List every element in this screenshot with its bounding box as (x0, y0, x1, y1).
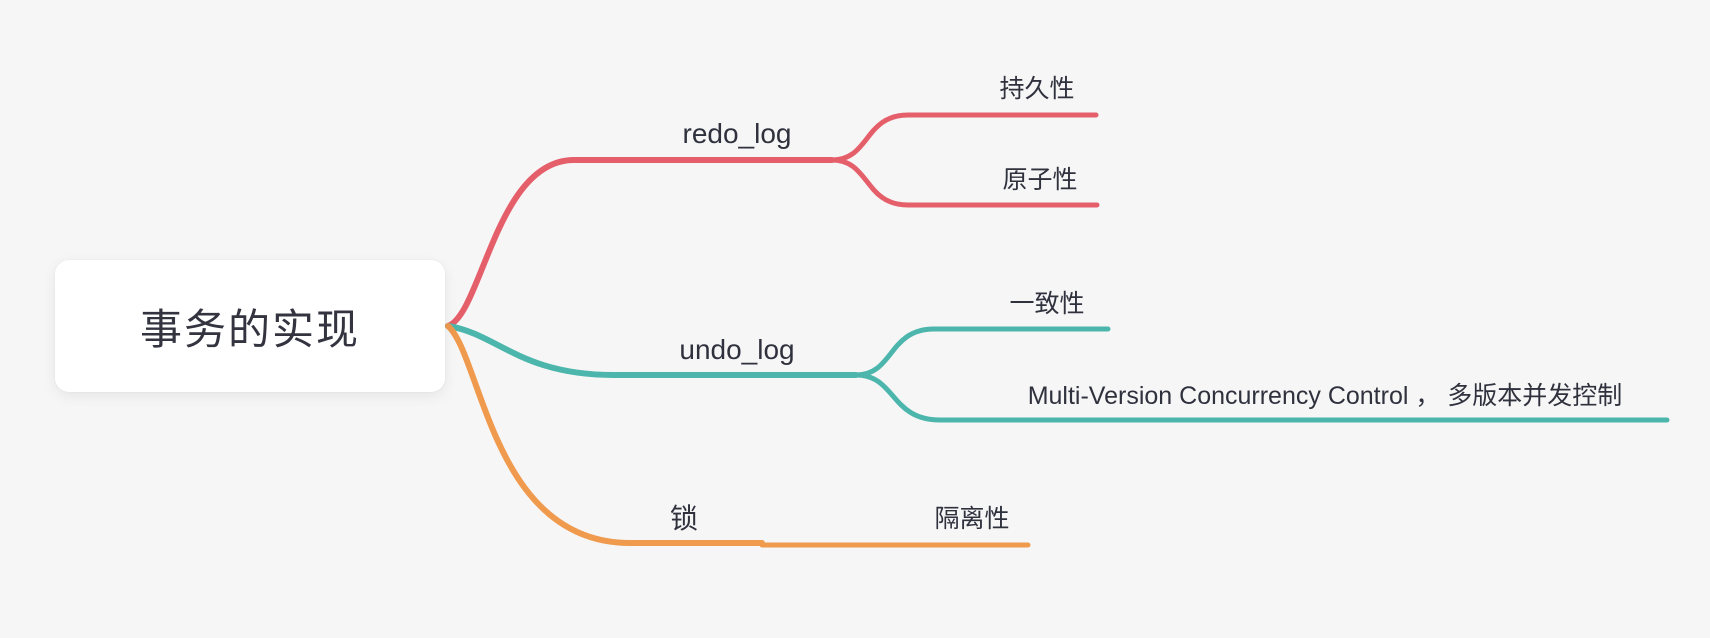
connector-root-undo-log (445, 323, 859, 378)
node-atomicity[interactable]: 原子性 (1002, 166, 1078, 194)
node-durability[interactable]: 持久性 (999, 75, 1075, 103)
connector-root-lock (445, 323, 765, 546)
connector-redo-log-durability (829, 112, 1099, 163)
connector-redo-log-atomicity (829, 157, 1100, 208)
root-node-label: 事务的实现 (139, 305, 360, 353)
connector-undo-log-mvcc (853, 372, 1670, 423)
node-isolation[interactable]: 隔离性 (934, 505, 1010, 533)
node-mvcc[interactable]: Multi-Version Concurrency Control ， 多版本并… (1027, 382, 1623, 410)
node-redo-log[interactable]: redo_log (682, 118, 792, 149)
node-undo-log[interactable]: undo_log (679, 334, 795, 365)
node-consistency[interactable]: 一致性 (1009, 290, 1085, 318)
root-node-transaction-implementation[interactable]: 事务的实现 (55, 260, 445, 392)
connector-root-redo-log (445, 157, 835, 329)
connector-undo-log-consistency (853, 326, 1111, 378)
node-lock[interactable]: 锁 (669, 503, 699, 534)
